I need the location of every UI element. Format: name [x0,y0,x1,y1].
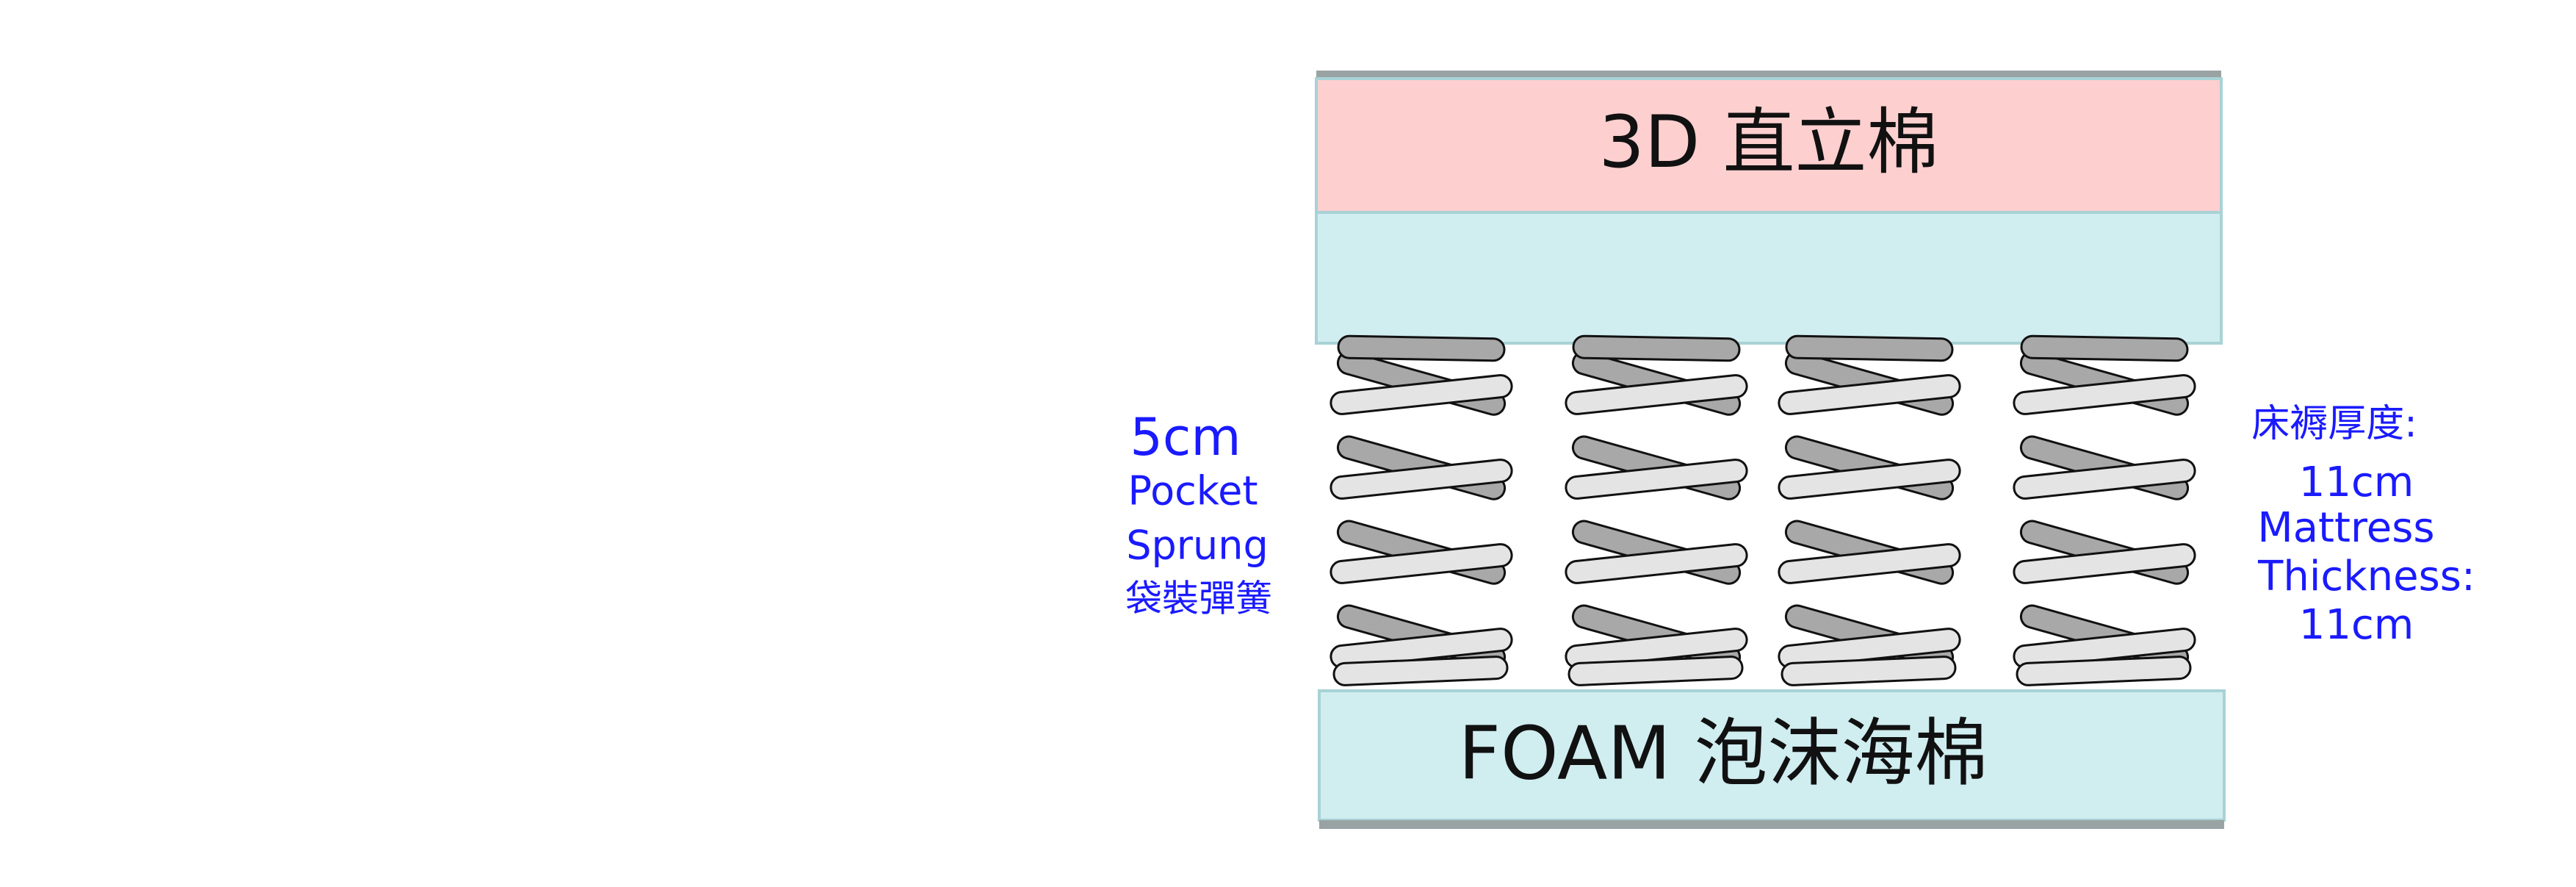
spring-coil-front-segment [1778,374,1961,415]
foam-layer [1318,689,2226,822]
top-layer-label: 3D 直立棉 [1599,101,1939,184]
spring-label-sprung: Sprung [1126,522,1268,569]
spring-coil-front-segment [2013,374,2196,415]
spring-coil-top-cap [1785,334,1954,362]
spring-coil [1565,334,1748,686]
foam-layer-label: FOAM 泡沫海棉 [1459,710,1988,796]
thickness-value-1: 11cm [2299,459,2414,506]
spring-coil [1778,334,1961,686]
spring-coil-front-segment [2013,459,2196,500]
top-3d-layer [1315,77,2223,214]
spring-coil-front-segment [1778,543,1961,584]
thickness-value-2: 11cm [2299,601,2414,649]
spring-coil-bottom-segment [1332,656,1509,686]
thickness-label-thickness: Thickness: [2257,553,2475,600]
spring-thickness: 5cm [1130,407,1241,467]
comfort-layer [1315,211,2223,345]
thickness-label-mattress: Mattress [2257,504,2434,552]
spring-coil-front-segment [1330,543,1513,584]
spring-coil-bottom-segment [1567,656,1744,686]
spring-coil-bottom-segment [2016,656,2192,686]
spring-coil-bottom-segment [1781,656,1957,686]
spring-label-pocket: Pocket [1128,468,1258,514]
spring-coil-front-segment [1330,374,1513,415]
bottom-edge-strip [1319,820,2224,829]
spring-coil-front-segment [2013,543,2196,584]
spring-coil-front-segment [1330,459,1513,500]
pocket-spring-coils [1330,334,2196,686]
spring-coil-front-segment [1565,543,1748,584]
spring-coil [2013,334,2196,686]
spring-coil-top-cap [2020,334,2189,362]
spring-coil-top-cap [1337,334,1506,362]
spring-coil-front-segment [1565,459,1748,500]
spring-coil-top-cap [1572,334,1741,362]
mattress-thickness-annotation: 床褥厚度: 11cm Mattress Thickness: 11cm [2251,402,2475,649]
spring-label-chinese: 袋裝彈簧 [1125,578,1272,620]
spring-coil-front-segment [1565,374,1748,415]
thickness-label-chinese: 床褥厚度: [2251,402,2417,446]
spring-coil-front-segment [1778,459,1961,500]
spring-annotation: 5cm Pocket Sprung 袋裝彈簧 [1125,407,1272,620]
spring-coil [1330,334,1513,686]
